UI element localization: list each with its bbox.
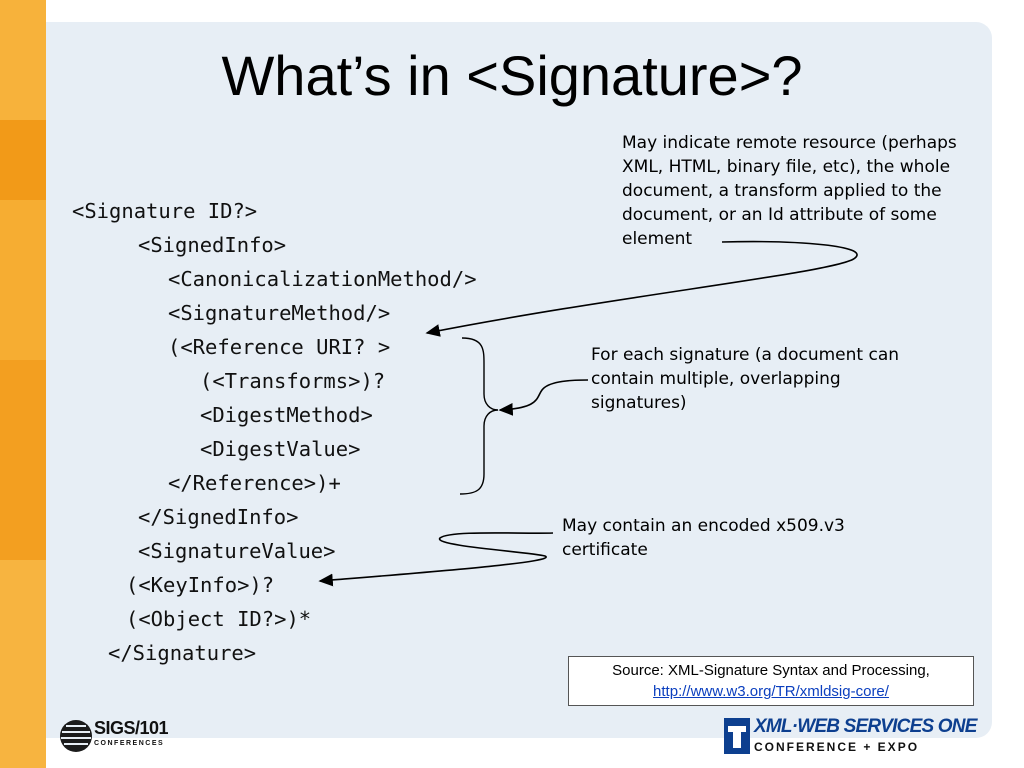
stripe-band <box>0 0 46 120</box>
logo-left-sub: CONFERENCES <box>94 740 165 747</box>
code-line: (<Object ID?>)* <box>126 607 312 631</box>
slide-title: What’s in <Signature>? <box>221 44 803 107</box>
source-link[interactable]: http://www.w3.org/TR/xmldsig-core/ <box>653 683 889 700</box>
content-panel <box>46 22 992 738</box>
callout-keyinfo-note: May contain an encoded x509.v3 certifica… <box>562 516 845 560</box>
code-line: (<KeyInfo>)? <box>126 573 275 597</box>
stripe-band <box>0 200 46 360</box>
logo-left-brand: SIGS/101 <box>94 718 169 738</box>
code-line: </SignedInfo> <box>138 505 299 529</box>
code-line: (<Reference URI? > <box>168 335 391 359</box>
code-line: (<Transforms>)? <box>200 369 386 393</box>
logo-mark-icon <box>724 718 750 754</box>
source-label: Source: XML-Signature Syntax and Process… <box>612 662 930 679</box>
code-line: <DigestValue> <box>200 437 361 461</box>
code-line: <SignedInfo> <box>138 233 287 257</box>
reference-arrow <box>425 240 858 337</box>
source-citation-box: Source: XML-Signature Syntax and Process… <box>568 656 974 706</box>
code-line: <DigestMethod> <box>200 403 373 427</box>
xml-web-services-one-logo: XML·WEB SERVICES ONE CONFERENCE + EXPO <box>724 716 977 756</box>
left-decorative-stripe <box>0 0 46 768</box>
logo-right-brand: XML·WEB SERVICES ONE <box>754 716 977 737</box>
signature-arrow <box>498 379 589 416</box>
code-line: <Signature ID?> <box>72 199 258 223</box>
code-line: <SignatureValue> <box>138 539 336 563</box>
stripe-band <box>0 560 46 768</box>
code-line: </Reference>)+ <box>168 471 341 495</box>
code-line: </Signature> <box>108 641 257 665</box>
logo-right-sub: CONFERENCE + EXPO <box>754 740 920 754</box>
keyinfo-arrow <box>318 532 554 587</box>
code-line: <CanonicalizationMethod/> <box>168 267 477 291</box>
stripe-band <box>0 120 46 200</box>
globe-icon <box>60 720 92 752</box>
callout-signature-note: For each signature (a document can conta… <box>591 345 900 413</box>
code-line: <SignatureMethod/> <box>168 301 391 325</box>
sigs-101-logo: SIGS/101 CONFERENCES <box>58 718 178 754</box>
stripe-band <box>0 360 46 560</box>
callout-reference-note: May indicate remote resource (perhaps XM… <box>622 133 957 249</box>
reference-brace <box>459 337 499 495</box>
